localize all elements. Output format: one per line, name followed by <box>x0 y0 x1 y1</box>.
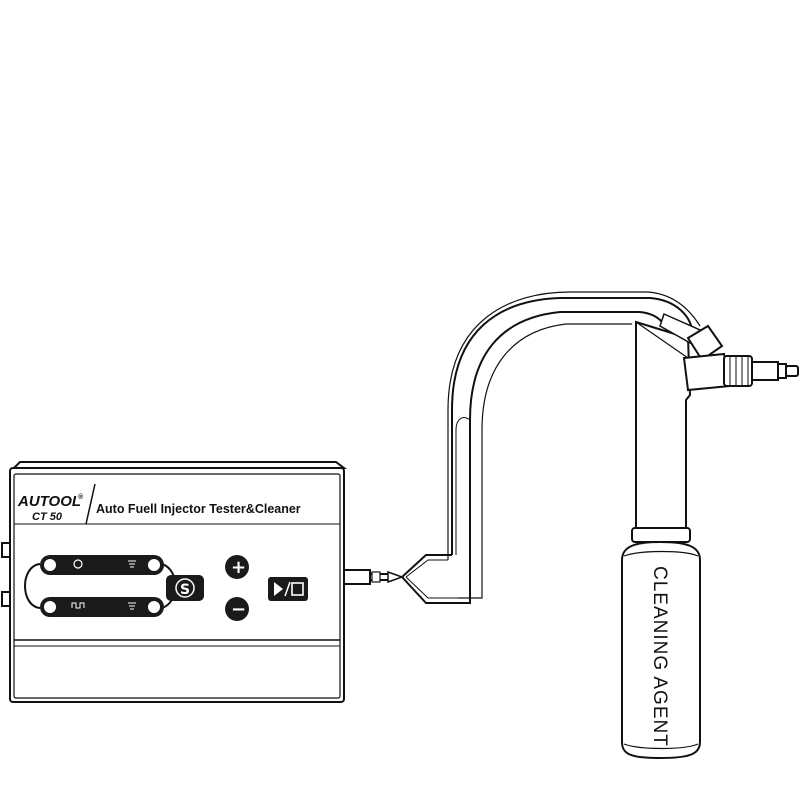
can-body <box>621 540 701 760</box>
device-output-port <box>343 569 371 585</box>
left-port-bottom <box>1 591 11 607</box>
menu-lines-icon <box>128 560 136 568</box>
minus-icon: − <box>231 599 246 620</box>
pulse-width-icon <box>71 602 85 609</box>
speed-button-label: S <box>180 582 190 598</box>
brand-logo: AUTOOL <box>17 493 81 510</box>
timer-icon <box>73 559 83 569</box>
menu-lines-icon <box>128 602 136 610</box>
model-number: CT 50 <box>32 511 63 523</box>
control-panel: S + − <box>24 555 308 621</box>
cleaning-agent-can <box>621 320 701 760</box>
minus-button[interactable] <box>225 597 249 621</box>
stop-icon <box>291 582 304 596</box>
cycle-icon <box>175 578 195 598</box>
product-title: Auto Fuell Injector Tester&Cleaner <box>96 502 301 516</box>
channel-bar-bottom[interactable] <box>40 597 164 617</box>
left-port-top <box>1 542 11 558</box>
speed-button[interactable] <box>166 575 204 601</box>
play-icon <box>274 582 283 596</box>
plus-icon: + <box>231 557 246 578</box>
channel-bar-top[interactable] <box>40 555 164 575</box>
fuel-injector <box>659 312 799 392</box>
brand-registered-mark: ® <box>78 493 84 501</box>
plus-button[interactable] <box>225 555 249 579</box>
can-label: CLEANING AGENT <box>649 566 670 747</box>
